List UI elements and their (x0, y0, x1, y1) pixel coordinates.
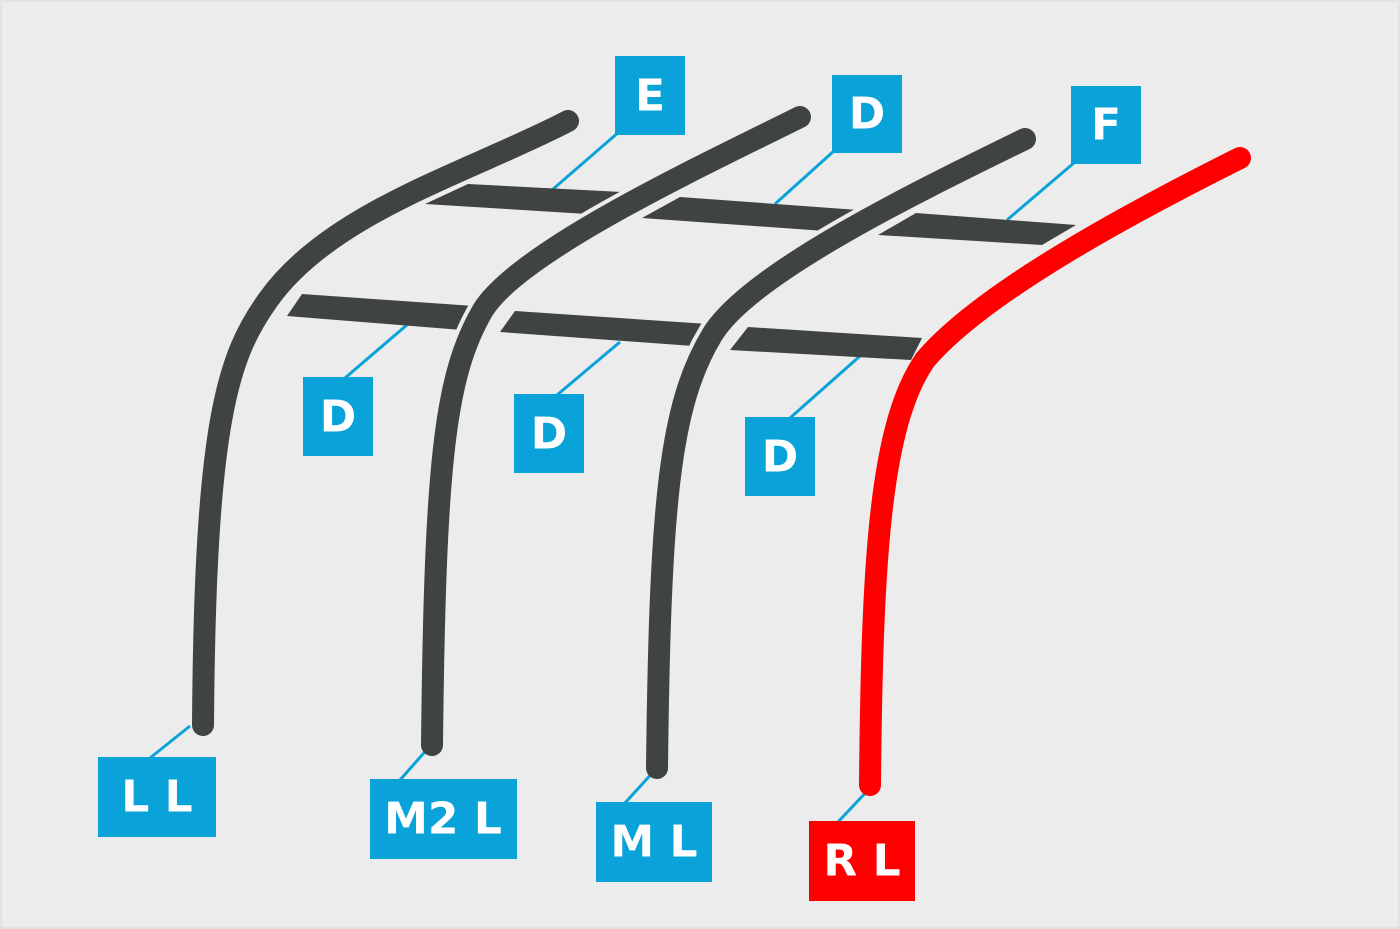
label-box-d-top (832, 75, 902, 153)
leader-d-top (773, 148, 837, 206)
leader-f (1006, 160, 1076, 222)
crossing-band-f (878, 213, 1076, 245)
leader-ll (149, 724, 191, 760)
crossing-band-e (425, 184, 622, 214)
label-box-d-low-3 (745, 417, 815, 496)
label-box-d-low-1 (303, 377, 373, 456)
label-f: F (1091, 100, 1121, 151)
crossing-bands (287, 184, 1076, 360)
label-ll: L L (121, 772, 192, 823)
tracks (192, 106, 1251, 796)
crossing-band-d-top (642, 197, 858, 231)
crossing-labels: E D F D D D (303, 56, 1141, 496)
label-box-rl (809, 821, 915, 901)
label-box-m2l (370, 779, 517, 859)
track-ml (646, 128, 1036, 779)
leader-d-low-2 (556, 340, 621, 397)
label-d-top: D (849, 89, 886, 140)
label-e: E (635, 71, 665, 122)
track-rl (859, 147, 1251, 796)
crossing-band-d-low-1 (287, 294, 474, 330)
crossing-band-d-low-2 (500, 311, 708, 346)
label-box-ml (596, 802, 712, 882)
label-ml: M L (610, 817, 697, 868)
track-ll (192, 110, 579, 736)
label-rl: R L (823, 836, 900, 887)
track-m2l (421, 106, 811, 756)
track-labels: L L M2 L M L R L (98, 757, 915, 901)
label-m2l: M2 L (384, 794, 502, 845)
leader-d-low-1 (344, 322, 409, 380)
label-box-ll (98, 757, 216, 837)
label-box-e (615, 56, 685, 135)
label-box-f (1071, 86, 1141, 164)
label-d-low-2: D (531, 409, 568, 460)
crossing-band-d-low-3 (730, 327, 922, 360)
label-box-d-low-2 (514, 394, 584, 473)
label-d-low-1: D (320, 392, 357, 443)
leader-d-low-3 (789, 354, 861, 420)
leader-e (551, 129, 621, 192)
leader-lines (149, 129, 1076, 824)
label-d-low-3: D (762, 432, 799, 483)
